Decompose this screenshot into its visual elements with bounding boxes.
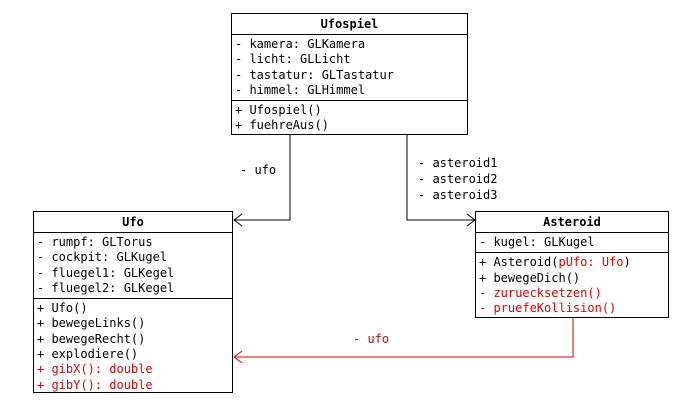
attribute: - licht: GLLicht bbox=[235, 52, 351, 67]
attribute: - tastatur: GLTastatur bbox=[235, 67, 394, 82]
class-asteroid: Asteroid - kugel: GLKugel + Asteroid(pUf… bbox=[475, 211, 669, 318]
method-highlighted: + gibY(): double bbox=[37, 377, 153, 392]
method-constructor-suffix: ) bbox=[623, 255, 631, 270]
class-asteroid-name: Asteroid bbox=[476, 212, 668, 233]
method: + Ufo() bbox=[37, 301, 88, 316]
method: + explodiere() bbox=[37, 347, 139, 362]
attribute: - fluegel1: GLKegel bbox=[37, 265, 175, 280]
class-ufo-attributes: - rumpf: GLTorus - cockpit: GLKugel - fl… bbox=[34, 233, 232, 298]
association-asteroid-ufo-arrowhead bbox=[233, 350, 243, 364]
class-asteroid-attributes: - kugel: GLKugel bbox=[476, 233, 668, 252]
class-ufo-methods: + Ufo() + bewegeLinks() + bewegeRecht() … bbox=[34, 298, 232, 395]
method: + Ufospiel() bbox=[235, 103, 322, 118]
attribute: - fluegel2: GLKegel bbox=[37, 280, 175, 295]
attribute: - kugel: GLKugel bbox=[479, 235, 595, 249]
method-constructor: + Asteroid(pUfo: Ufo) bbox=[479, 255, 665, 270]
class-ufo: Ufo - rumpf: GLTorus - cockpit: GLKugel … bbox=[33, 211, 233, 393]
class-ufospiel-methods: + Ufospiel() + fuehreAus() bbox=[232, 100, 467, 136]
attribute: - kamera: GLKamera bbox=[235, 37, 366, 51]
attribute: - rumpf: GLTorus bbox=[37, 235, 153, 249]
class-ufospiel: Ufospiel - kamera: GLKamera - licht: GLL… bbox=[231, 13, 468, 135]
method: + fuehreAus() bbox=[235, 118, 329, 133]
association-ufospiel-asteroid-line bbox=[406, 135, 475, 221]
method-constructor-prefix: + Asteroid( bbox=[479, 255, 559, 270]
association-label-asteroid2: - asteroid2 bbox=[418, 172, 498, 186]
method-constructor-param: pUfo: Ufo bbox=[558, 255, 624, 270]
association-label-ufo: - ufo bbox=[240, 163, 277, 177]
association-label-asteroid3: - asteroid3 bbox=[418, 188, 498, 202]
association-label-asteroid-ufo: - ufo bbox=[353, 332, 390, 346]
method-highlighted: + gibX(): double bbox=[37, 362, 153, 377]
association-label-asteroid1: - asteroid1 bbox=[418, 156, 498, 170]
association-asteroid-ufo-line bbox=[234, 318, 574, 358]
association-ufospiel-ufo-arrowhead bbox=[233, 213, 243, 227]
attribute: - himmel: GLHimmel bbox=[235, 82, 366, 97]
method: + bewegeLinks() bbox=[37, 316, 146, 331]
method: + bewegeDich() bbox=[479, 270, 581, 285]
method-highlighted: - zuruecksetzen() bbox=[479, 285, 602, 300]
method: + bewegeRecht() bbox=[37, 331, 146, 346]
attribute: - cockpit: GLKugel bbox=[37, 250, 168, 265]
class-asteroid-methods: + Asteroid(pUfo: Ufo) + bewegeDich() - z… bbox=[476, 252, 668, 318]
class-ufospiel-name: Ufospiel bbox=[232, 14, 467, 35]
association-ufospiel-ufo-line bbox=[234, 135, 291, 221]
method-highlighted: - pruefeKollision() bbox=[479, 301, 617, 316]
class-ufospiel-attributes: - kamera: GLKamera - licht: GLLicht - ta… bbox=[232, 35, 467, 100]
class-ufo-name: Ufo bbox=[34, 212, 232, 233]
